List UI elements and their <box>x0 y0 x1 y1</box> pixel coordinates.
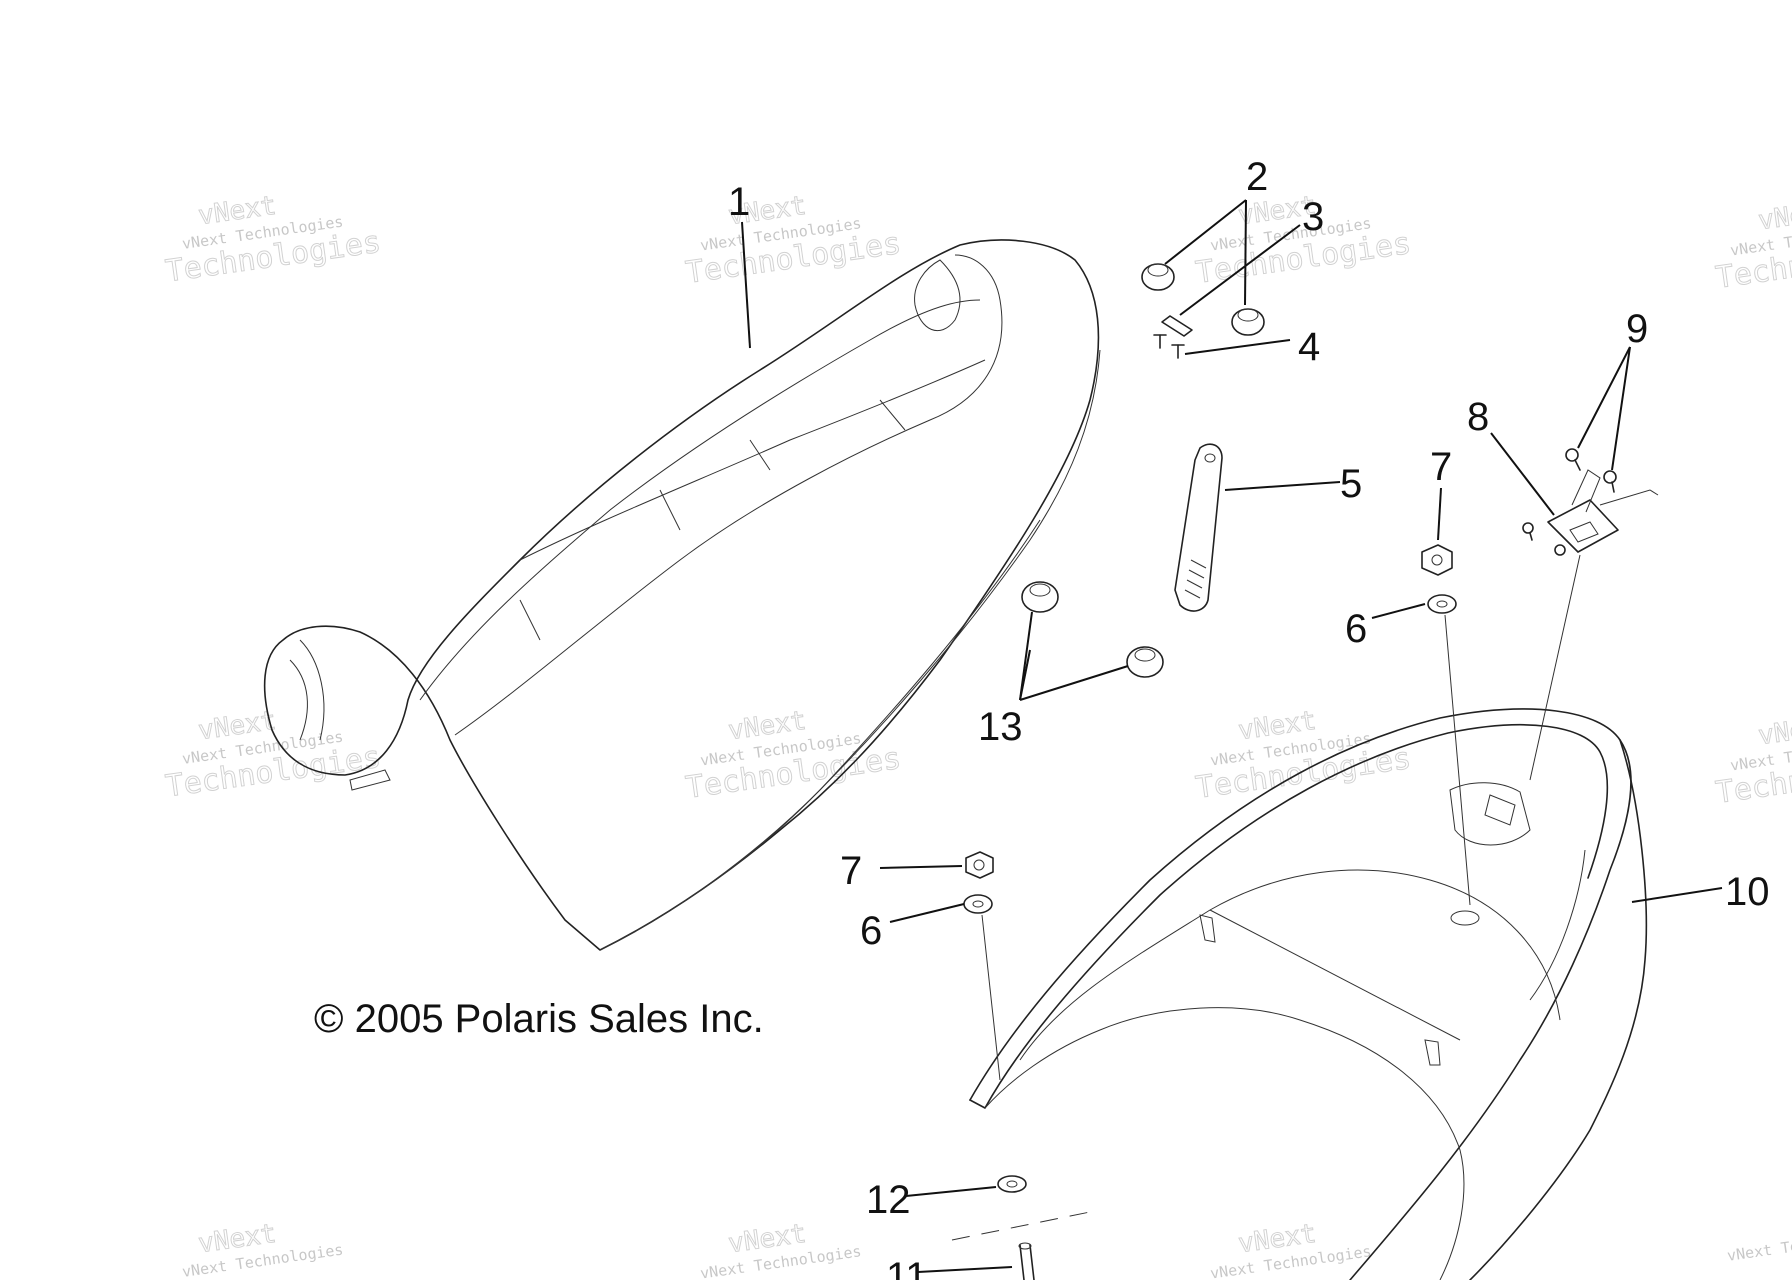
leader-lines <box>741 199 1723 1273</box>
callout-6-upper: 6 <box>1345 607 1367 651</box>
watermark-layer: vNext vNext Technologies Technologies vN… <box>163 190 1792 1280</box>
washer-6-upper <box>1427 594 1457 614</box>
svg-text:vNext Technologies: vNext Technologies <box>1726 1224 1792 1264</box>
callout-11: 11 <box>886 1255 928 1280</box>
copyright-text: © 2005 Polaris Sales Inc. <box>314 997 764 1041</box>
callout-10: 10 <box>1725 870 1770 914</box>
screw-9b <box>1603 470 1617 493</box>
callout-2: 2 <box>1246 155 1268 199</box>
seat-part <box>263 239 1101 951</box>
callout-3: 3 <box>1302 195 1324 239</box>
callout-4: 4 <box>1298 325 1320 369</box>
callout-6-lower: 6 <box>860 909 882 953</box>
nut-7-upper <box>1421 544 1453 576</box>
screw-9a <box>1565 448 1581 471</box>
screw-4b <box>1171 344 1185 359</box>
svg-text:vNext: vNext <box>1756 711 1792 752</box>
latch-plate-3 <box>1161 315 1193 337</box>
callout-5: 5 <box>1340 462 1362 506</box>
callout-7-upper: 7 <box>1430 445 1452 489</box>
grommet-13b <box>1126 646 1164 678</box>
callout-8: 8 <box>1467 395 1489 439</box>
callout-9: 9 <box>1626 307 1648 351</box>
seat-base-part <box>969 708 1648 1280</box>
strap-part <box>1174 443 1223 612</box>
washer-12 <box>997 1175 1027 1193</box>
nut-7-lower <box>965 851 994 879</box>
grommet-2a <box>1141 263 1175 291</box>
washer-6-lower <box>963 894 993 914</box>
callout-7-lower: 7 <box>840 849 862 893</box>
screw-9c <box>1522 522 1534 541</box>
latch-assembly-8 <box>1547 469 1659 553</box>
callout-13: 13 <box>978 705 1023 749</box>
grommet-13a <box>1021 581 1059 613</box>
svg-text:vNext: vNext <box>1756 196 1792 237</box>
stud-11 <box>1018 1242 1035 1280</box>
grommet-2b <box>1231 308 1265 336</box>
callout-labels: 1 2 3 4 5 7 6 8 9 10 13 7 6 12 11 <box>728 155 1770 1280</box>
callout-12: 12 <box>866 1178 911 1222</box>
callout-1: 1 <box>728 180 750 224</box>
screw-4a <box>1153 334 1167 349</box>
screw-9d <box>1554 544 1566 556</box>
